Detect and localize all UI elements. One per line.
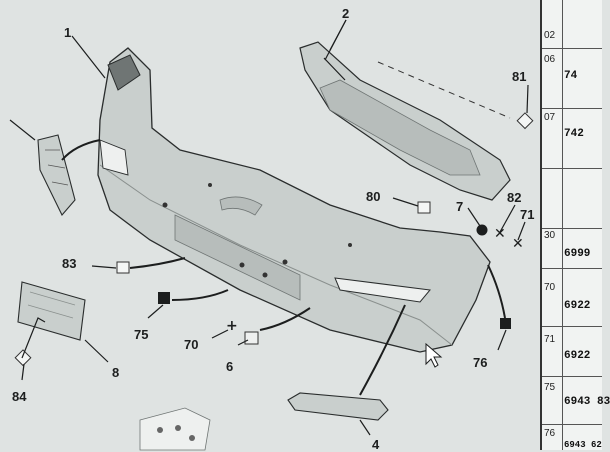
clip-set — [139, 407, 211, 451]
table-row-ref: 30 — [544, 230, 556, 241]
table-row: 02 — [542, 0, 602, 49]
lower-trim-strip — [287, 392, 389, 421]
table-row: 75 6943 83 — [542, 376, 610, 425]
table-row: 76 6943 62 — [542, 424, 602, 450]
table-row-code: 742 — [564, 128, 584, 140]
table-row-code: 74 — [564, 70, 578, 82]
parts-reference-table: 02 06 74 07 742 30 6999 70 6922 71 6922 … — [540, 0, 610, 450]
parts-diagram: ✕ ✕ + — [9, 19, 534, 451]
table-row: 70 6922 — [542, 268, 602, 327]
table-row — [542, 228, 602, 269]
table-row-code: 6943 83 — [564, 396, 610, 408]
table-row-ref: 70 — [544, 282, 556, 293]
table-row: 30 6999 — [542, 168, 602, 260]
fastener-82-symbol: ✕ — [494, 226, 506, 242]
clip-84-symbol — [14, 349, 32, 367]
clip-80-symbol — [417, 201, 431, 214]
fastener-71-symbol: ✕ — [512, 236, 524, 252]
leader-lines — [9, 19, 529, 436]
table-row-ref: 75 — [544, 382, 556, 393]
fastener-70-symbol: + — [226, 318, 238, 334]
table-row-ref: 06 — [544, 54, 556, 65]
table-row-code: 6922 — [564, 350, 591, 362]
clip-81-symbol — [516, 112, 534, 130]
table-row-ref: 02 — [544, 30, 556, 41]
clip-83-symbol — [116, 261, 130, 274]
clip-6-symbol — [244, 331, 259, 345]
table-row-code: 6922 — [564, 300, 591, 312]
plate-holder — [17, 281, 86, 341]
dashed-guide — [377, 61, 511, 119]
bumper-reinforcement — [299, 41, 511, 201]
fastener-7-symbol — [476, 224, 488, 236]
table-row: 06 74 — [542, 48, 602, 109]
table-row-code: 6999 — [564, 248, 591, 260]
table-row-ref: 07 — [544, 112, 556, 123]
table-row-ref: 71 — [544, 334, 556, 345]
table-row-code: 6943 62 — [564, 440, 602, 450]
table-row: 71 6922 — [542, 326, 602, 377]
mouse-cursor-icon — [425, 342, 443, 368]
fastener-75-symbol — [158, 292, 170, 304]
table-row-ref: 76 — [544, 428, 556, 439]
table-row: 07 742 — [542, 108, 602, 169]
rear-bumper-cover — [97, 47, 491, 353]
fastener-76-symbol — [500, 318, 511, 329]
side-bracket — [37, 134, 76, 216]
